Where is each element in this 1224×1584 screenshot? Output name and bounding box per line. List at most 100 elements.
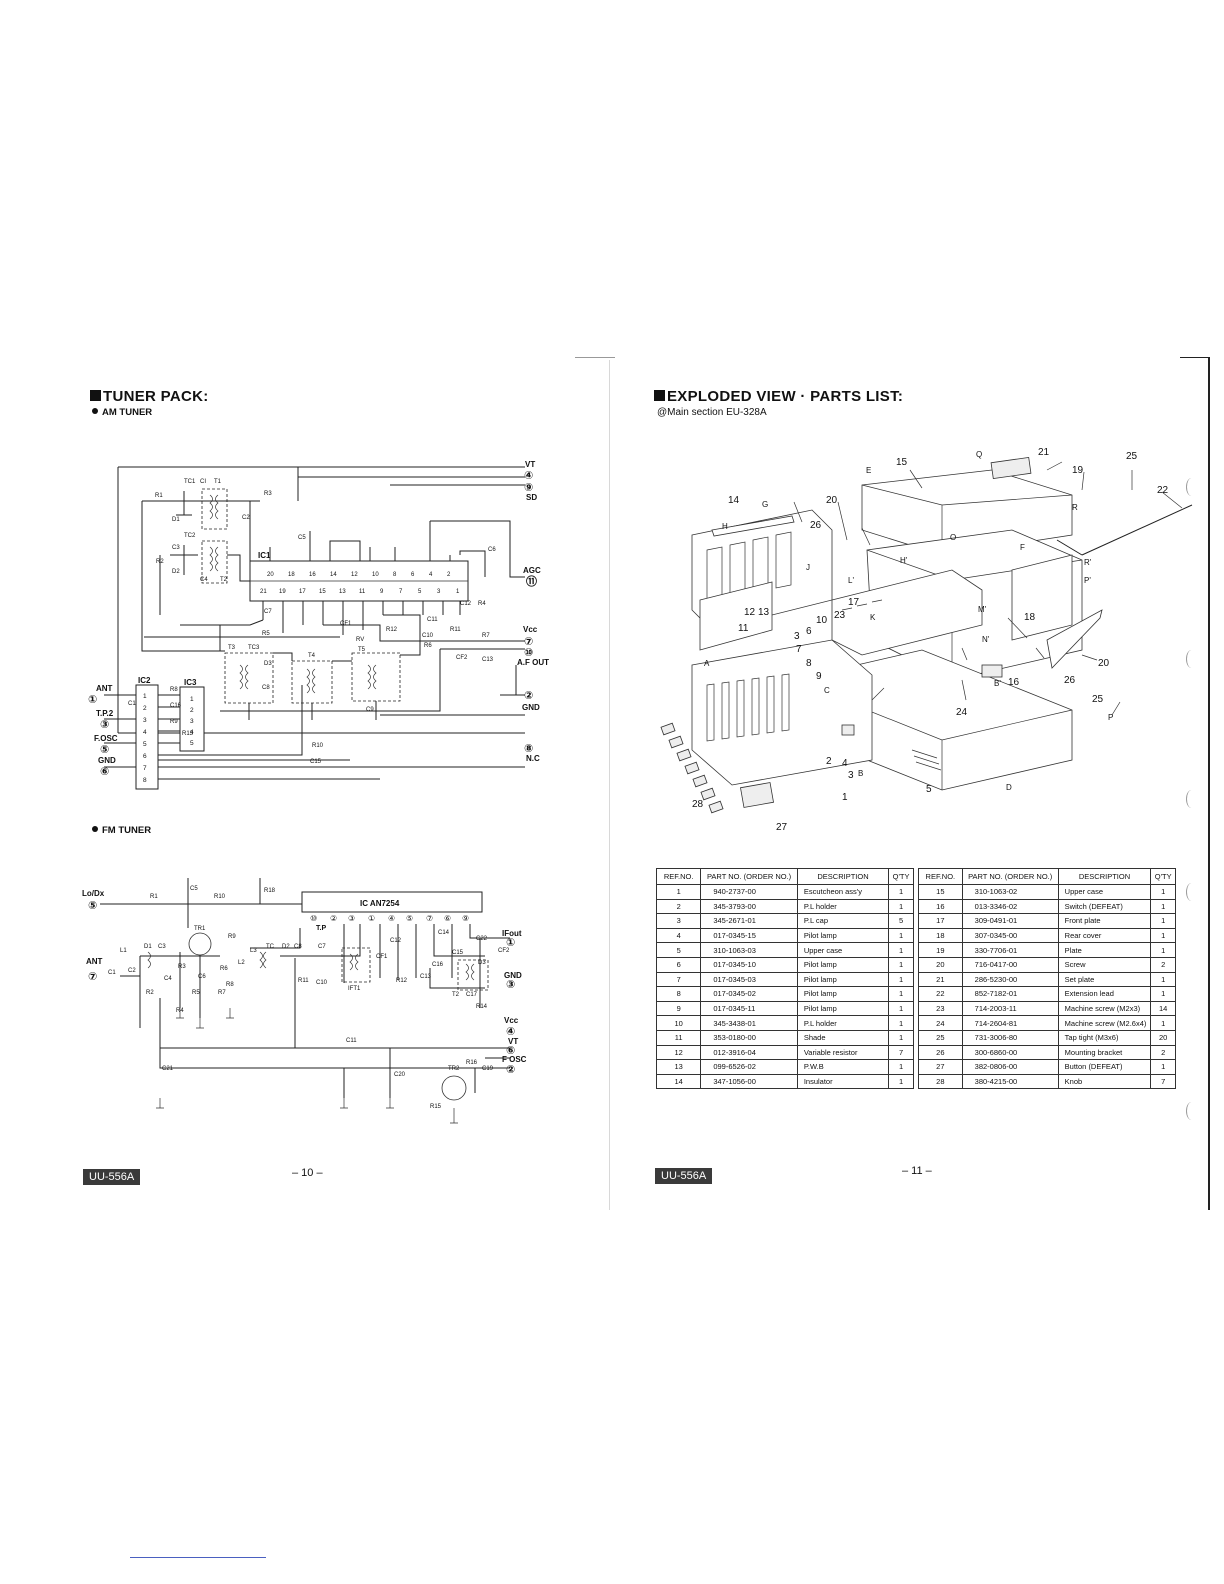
cell-ref: 14	[655, 1073, 702, 1090]
component-label: C20	[394, 1072, 406, 1078]
cell-ref: 22	[918, 986, 963, 1002]
callout-label: 7	[796, 644, 802, 655]
cell-desc: Pilot lamp	[796, 986, 890, 1002]
binder-hole-mark	[1186, 650, 1197, 668]
component-label: T4	[308, 653, 316, 659]
cell-part-no: 330-7706-01	[961, 942, 1059, 958]
component-label: C9	[366, 707, 374, 713]
cell-part-no: 310-1063-03	[700, 942, 798, 958]
cell-qty: 1	[888, 898, 914, 915]
component-label: TC1	[184, 479, 196, 485]
component-label: C17	[466, 992, 478, 998]
component-label: C21	[162, 1066, 174, 1072]
col-header: PART NO. (ORDER NO.)	[700, 868, 798, 885]
cell-desc: Machine screw (M2.6x4)	[1057, 1015, 1152, 1031]
callout-label: R'	[1084, 558, 1092, 567]
component-label: C3	[172, 545, 180, 551]
callout-label: Q	[976, 450, 982, 459]
component-label: C1	[128, 701, 136, 707]
cell-qty: 2	[1150, 956, 1176, 973]
callout-label: 25	[1126, 451, 1138, 462]
component-label: C13	[482, 657, 494, 663]
component-label: C4	[164, 976, 172, 982]
cell-qty: 1	[1150, 1015, 1176, 1031]
am-nc-pin: ⑧	[524, 743, 533, 755]
cell-qty: 7	[1150, 1073, 1176, 1090]
col-header: DESCRIPTION	[796, 868, 890, 885]
fm-fosc-pin: ②	[506, 1064, 515, 1076]
cell-part-no: 731-3006-80	[961, 1029, 1059, 1046]
page-edge	[1208, 358, 1210, 1210]
component-label: C10	[422, 633, 434, 639]
am-vcc-label: Vcc	[523, 625, 538, 634]
component-label: R8	[226, 982, 234, 988]
cell-desc: Pilot lamp	[796, 927, 890, 944]
fm-ifout-label: IFout	[502, 929, 522, 938]
component-label: C12	[460, 601, 472, 607]
ic2-pin: 3	[143, 717, 147, 724]
cell-ref: 17	[918, 913, 963, 929]
bullet-square-icon	[90, 390, 101, 401]
cell-part-no: 017-0345-02	[700, 986, 798, 1002]
callout-label: 22	[1157, 485, 1169, 496]
callout-label: P	[1108, 713, 1113, 722]
callout-label: P'	[1084, 576, 1091, 585]
callout-label: 10	[816, 615, 828, 626]
am-vcc-pin: ⑦	[524, 636, 533, 648]
ic3-pin: 5	[190, 740, 194, 747]
ic2-pin: 7	[143, 765, 147, 772]
cell-desc: Escutcheon ass'y	[796, 884, 890, 900]
component-label: D3	[264, 661, 272, 667]
ic1-pin: 10	[372, 572, 379, 578]
cell-qty: 1	[1150, 942, 1176, 958]
exploded-view-title: EXPLODED VIEW · PARTS LIST:	[654, 388, 903, 405]
am-tuner-schematic: IC1 20 18 16 14 12 10 8 6 4 2 21 19 17 1…	[88, 460, 549, 790]
fm-ifout-pin: ①	[506, 937, 515, 949]
ic3-pin: 3	[190, 718, 194, 725]
cell-qty: 1	[1150, 971, 1176, 988]
cell-ref: 28	[918, 1073, 963, 1090]
fm-lodx-pin: ⑤	[88, 900, 97, 912]
callout-label: 1	[842, 792, 848, 803]
component-label: C2	[128, 968, 136, 974]
cell-qty: 1	[888, 1059, 914, 1075]
cell-part-no: 017-0345-11	[700, 1000, 798, 1017]
cell-ref: 20	[918, 956, 963, 973]
ic2-chip	[135, 684, 159, 790]
page-edge-top	[1180, 357, 1210, 358]
cell-qty: 1	[888, 986, 914, 1002]
callout-label: R	[1072, 503, 1078, 512]
callout-label: 18	[1024, 612, 1036, 623]
ic-pin: ⑩	[310, 914, 317, 923]
cell-part-no: 307-0345-00	[961, 927, 1059, 944]
callout-label: M'	[978, 605, 987, 614]
cell-ref: 2	[655, 898, 702, 915]
component-label: TC3	[248, 645, 260, 651]
ic3-pin: 4	[190, 729, 194, 736]
component-label: C8	[262, 685, 270, 691]
component-label: R10	[312, 743, 324, 749]
cell-ref: 7	[655, 971, 702, 988]
cell-desc: Switch (DEFEAT)	[1057, 898, 1152, 915]
cell-ref: 19	[918, 942, 963, 958]
component-label: R1	[150, 894, 158, 900]
ic3-label: IC3	[184, 678, 197, 687]
left-page: TUNER PACK: AM TUNER IC1 20 18 16 14 12 …	[82, 388, 549, 1185]
fm-tuner-title: FM TUNER	[92, 825, 151, 836]
callout-label: B'	[994, 679, 1001, 688]
cell-ref: 5	[655, 942, 702, 958]
component-label: C19	[482, 1066, 494, 1072]
cell-part-no: 345-2671-01	[700, 913, 798, 929]
right-page-number: – 11 –	[902, 1165, 932, 1177]
ic3-pin: 1	[190, 696, 194, 703]
bottom-rule	[130, 1557, 266, 1558]
left-footer-model: UU-556A	[83, 1169, 141, 1185]
ic1-pin: 17	[299, 589, 306, 595]
